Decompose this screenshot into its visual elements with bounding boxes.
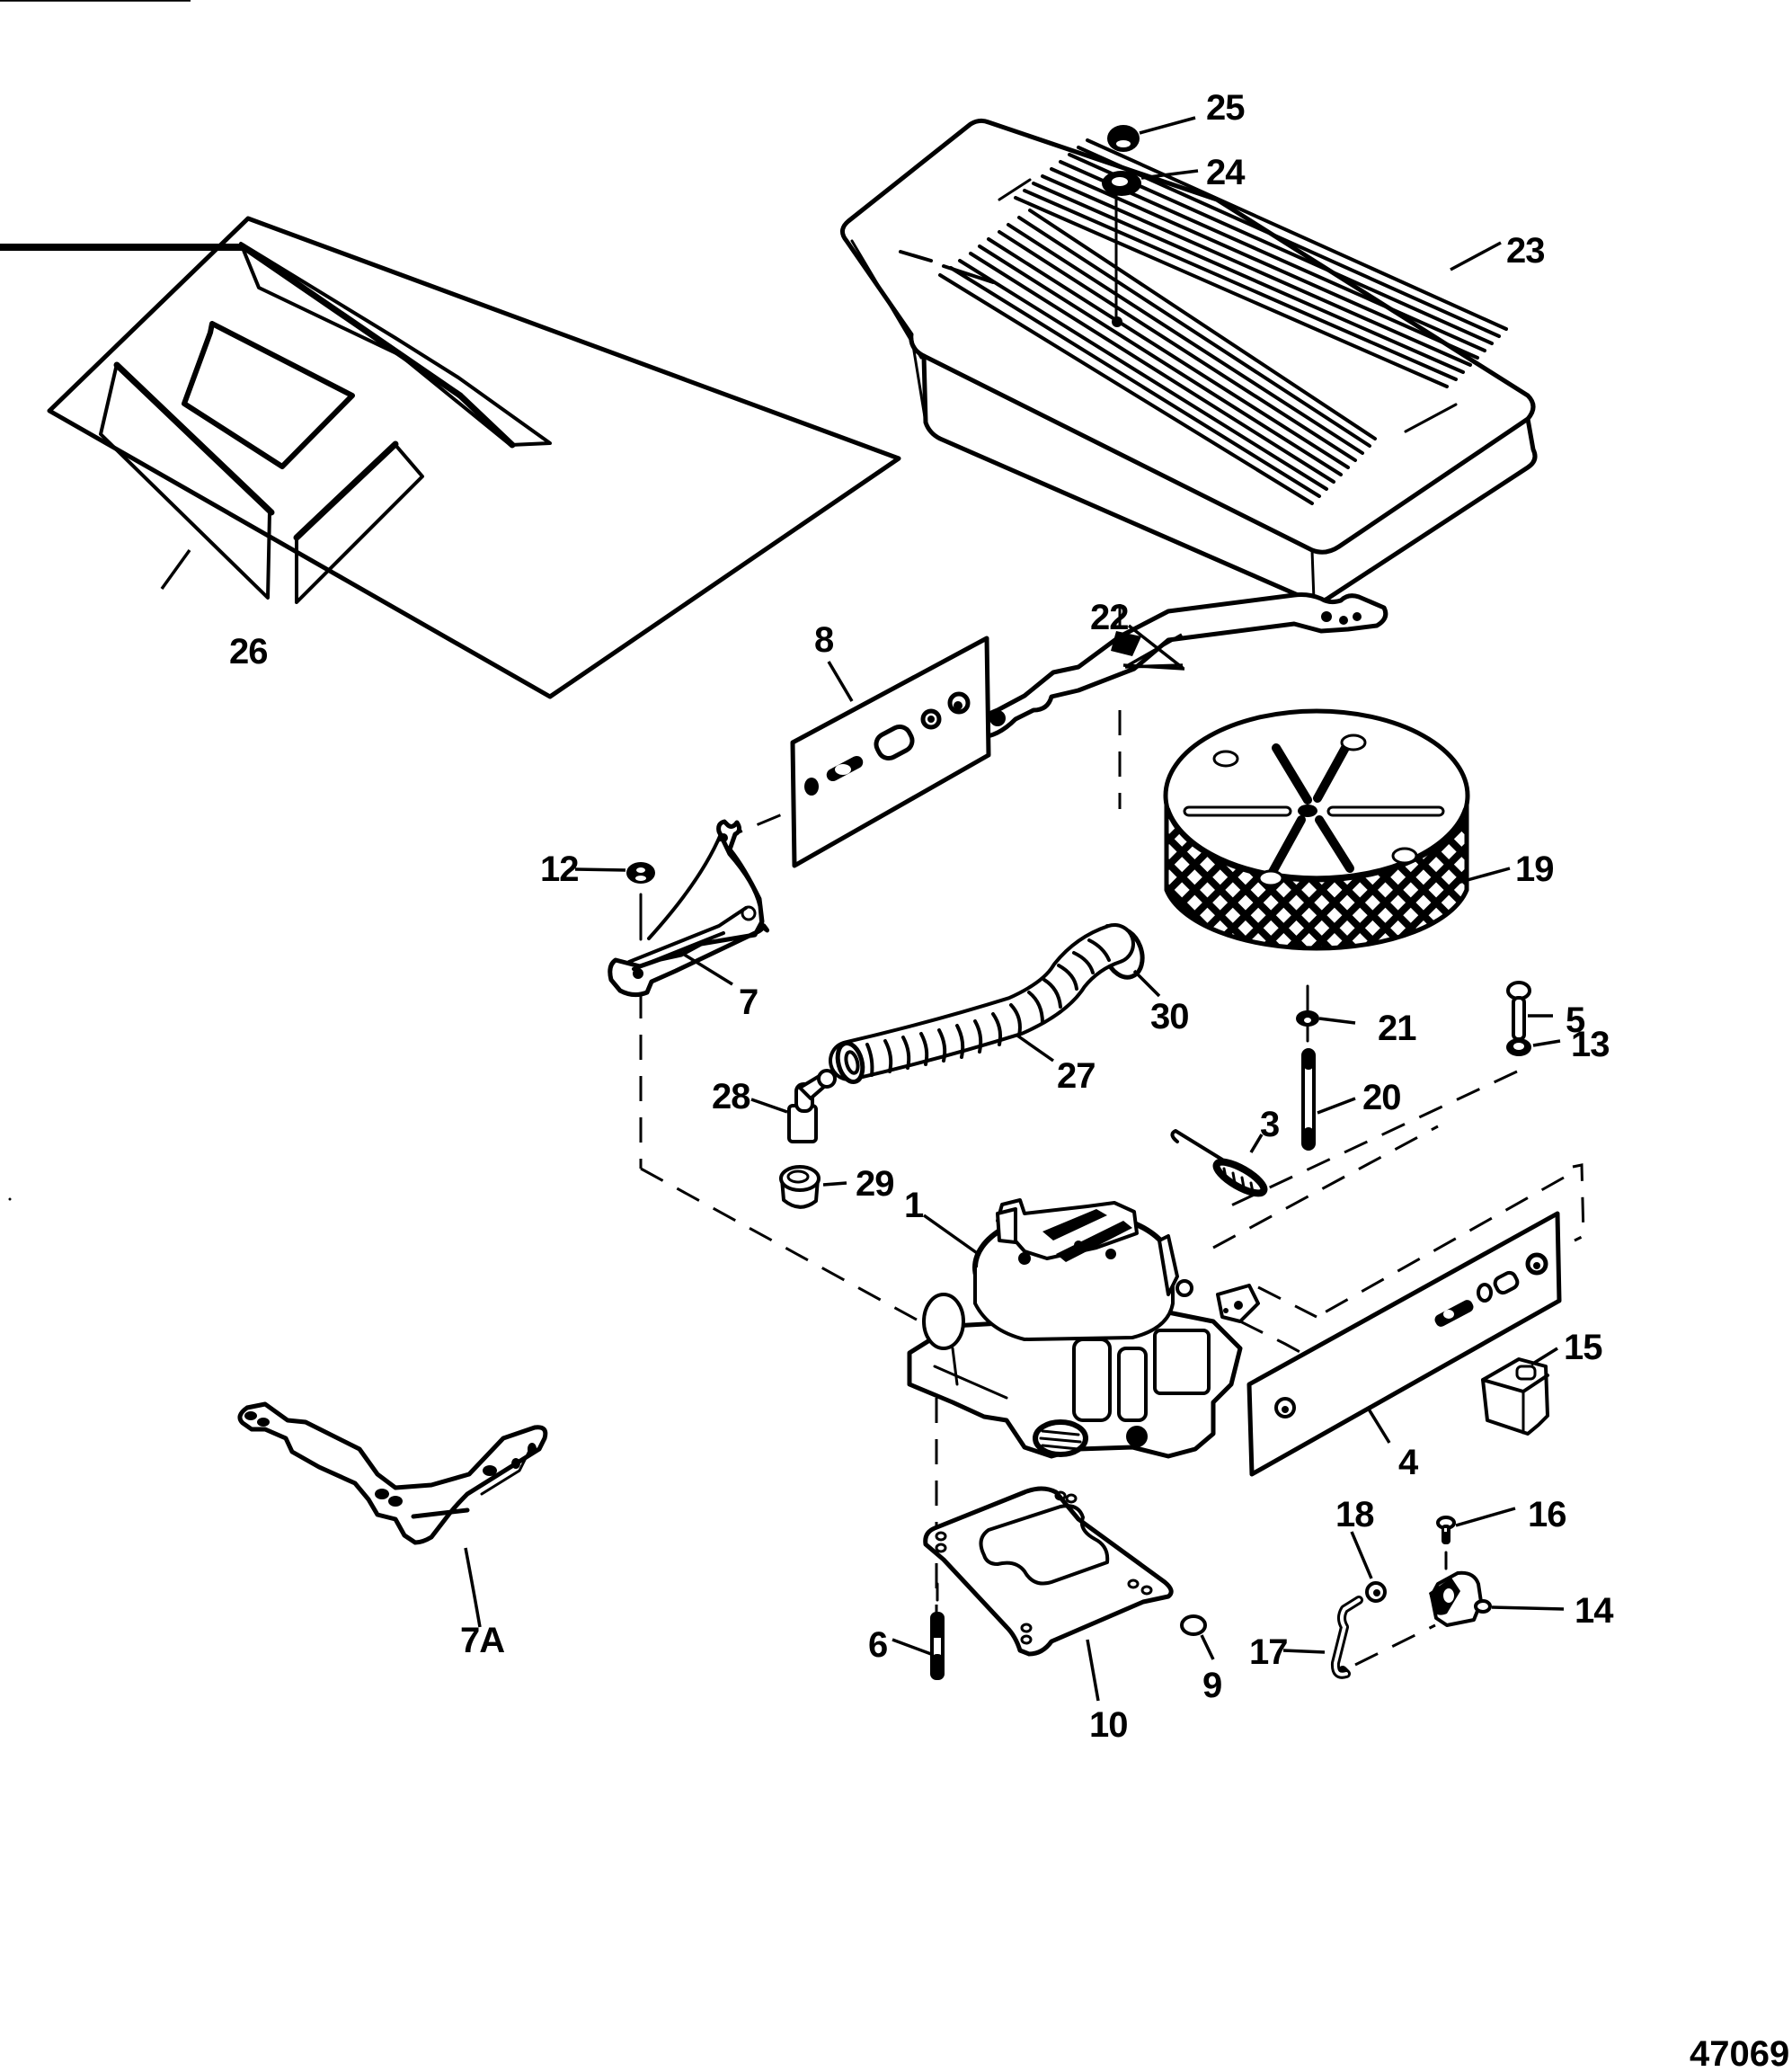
- figure-number: 47069: [1690, 2034, 1789, 2072]
- callout-18: 18: [1335, 1495, 1374, 1534]
- part-7-bracket[interactable]: [608, 819, 769, 998]
- callout-20: 20: [1362, 1078, 1401, 1117]
- part-19-flame-arrestor[interactable]: [1163, 708, 1470, 951]
- callout-27: 27: [1057, 1056, 1096, 1096]
- callout-7: 7: [739, 983, 758, 1022]
- callout-17: 17: [1249, 1632, 1288, 1672]
- part-15-cover[interactable]: [1481, 1357, 1549, 1436]
- callout-23: 23: [1506, 231, 1545, 271]
- part-18-washer[interactable]: [1365, 1581, 1387, 1603]
- callout-30: 30: [1150, 997, 1189, 1036]
- part-21-nut[interactable]: [1296, 1010, 1319, 1027]
- part-3-spring[interactable]: [1170, 1129, 1268, 1199]
- leader-26: [160, 548, 191, 591]
- leader-7: [678, 949, 733, 986]
- part-25-nut[interactable]: [1107, 125, 1140, 152]
- callout-22: 22: [1090, 598, 1129, 637]
- leader-7a: [464, 1547, 482, 1628]
- part-14-choke[interactable]: [1429, 1570, 1492, 1627]
- part-26-cover[interactable]: [0, 216, 901, 699]
- callout-5: 5: [1566, 1000, 1585, 1040]
- callout-6: 6: [868, 1625, 887, 1665]
- part-17-rod[interactable]: [1330, 1596, 1363, 1679]
- callout-29: 29: [856, 1164, 894, 1204]
- callout-7a: 7A: [460, 1621, 504, 1660]
- part-16-screw[interactable]: [1436, 1516, 1456, 1544]
- part-1-carburetor[interactable]: [907, 1198, 1260, 1459]
- callout-25: 25: [1206, 88, 1245, 128]
- part-23-cover[interactable]: [840, 118, 1538, 604]
- callout-12: 12: [540, 849, 579, 889]
- stray-mark: [8, 1197, 12, 1201]
- cover-23-ribs-rear: [1014, 138, 1508, 388]
- callout-13: 13: [1571, 1025, 1610, 1064]
- callout-15: 15: [1564, 1328, 1602, 1367]
- callout-4: 4: [1398, 1443, 1419, 1482]
- part-6-stud[interactable]: [930, 1612, 945, 1680]
- callout-16: 16: [1528, 1495, 1566, 1534]
- callout-19: 19: [1515, 849, 1554, 889]
- part-10-gasket[interactable]: [923, 1486, 1174, 1657]
- part-12-nut[interactable]: [626, 862, 655, 884]
- callout-10: 10: [1089, 1705, 1128, 1745]
- callout-9: 9: [1202, 1666, 1221, 1705]
- part-13-washer[interactable]: [1506, 1038, 1531, 1056]
- part-20-stud[interactable]: [1301, 1048, 1316, 1151]
- callout-28: 28: [712, 1077, 750, 1116]
- callout-3: 3: [1260, 1105, 1279, 1144]
- part-4-kit[interactable]: [1246, 1211, 1562, 1477]
- part-24-washer[interactable]: [1102, 171, 1141, 196]
- callout-8: 8: [814, 620, 834, 660]
- callout-26: 26: [229, 632, 268, 671]
- callout-14: 14: [1575, 1591, 1614, 1631]
- part-27-hose[interactable]: [829, 923, 1135, 1085]
- part-29-grommet[interactable]: [779, 1165, 821, 1209]
- callout-21: 21: [1378, 1009, 1416, 1048]
- callout-1: 1: [904, 1186, 924, 1225]
- part-5-bolt[interactable]: [1506, 981, 1531, 1041]
- part-7a-bracket[interactable]: [237, 1401, 548, 1545]
- cover-23-ribs-front: [938, 209, 1377, 505]
- part-8-kit[interactable]: [790, 636, 991, 868]
- callout-24: 24: [1206, 153, 1246, 192]
- part-9-o-ring[interactable]: [1180, 1614, 1207, 1636]
- part-28-elbow[interactable]: [787, 1069, 837, 1143]
